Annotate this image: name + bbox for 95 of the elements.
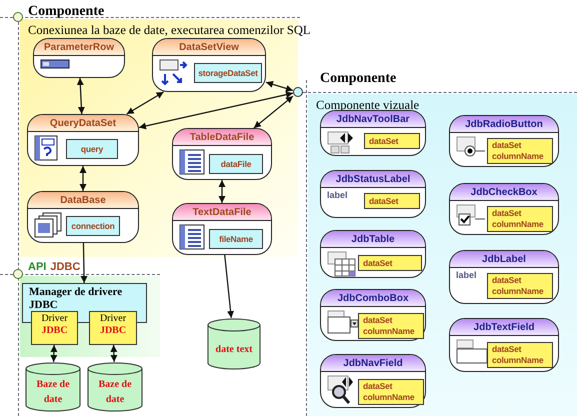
property-field bbox=[66, 139, 118, 159]
section-heading: JDBC bbox=[50, 260, 80, 275]
property-name: dataSet bbox=[369, 136, 400, 146]
arrow bbox=[138, 91, 294, 130]
component-box bbox=[320, 289, 426, 341]
component-box bbox=[449, 318, 559, 372]
component-title: TextDataFile bbox=[192, 206, 252, 220]
property-field bbox=[487, 273, 553, 299]
component-title: QueryDataSet bbox=[50, 116, 116, 130]
component-box bbox=[27, 191, 139, 243]
property-name: dataSet bbox=[363, 315, 394, 326]
property-field bbox=[209, 229, 263, 249]
arrow bbox=[50, 344, 58, 362]
icon-caption: label bbox=[327, 191, 348, 200]
arrow bbox=[126, 91, 164, 115]
section-heading: Componente bbox=[28, 4, 104, 19]
component-title: DataBase bbox=[60, 194, 106, 208]
component-box bbox=[172, 128, 272, 180]
component-title: JdbComboBox bbox=[337, 292, 409, 306]
group-panel bbox=[308, 94, 577, 416]
property-field bbox=[209, 154, 263, 174]
property-field bbox=[66, 216, 120, 236]
property-name: dataSet bbox=[492, 344, 522, 355]
storage-label: Baze de date bbox=[98, 379, 132, 405]
component-title: JdbNavField bbox=[343, 356, 403, 370]
arrow bbox=[218, 180, 226, 203]
box-subtitle: JDBC bbox=[100, 325, 126, 337]
property-name: storageDataSet bbox=[198, 68, 258, 78]
property-name: query bbox=[80, 144, 104, 154]
component-box bbox=[172, 203, 272, 255]
driver-box bbox=[31, 311, 78, 345]
arrow bbox=[76, 78, 85, 114]
box-subtitle: JDBC bbox=[41, 325, 68, 337]
arrow bbox=[80, 166, 86, 191]
property-name: fileName bbox=[219, 234, 253, 244]
property-field bbox=[358, 255, 422, 271]
component-title: JdbNavToolBar bbox=[336, 112, 410, 126]
component-box bbox=[33, 38, 125, 78]
group-title: Componente vizuale bbox=[316, 98, 420, 112]
group-title: Conexiunea la baze de date, executarea comenzilor SQL bbox=[28, 23, 311, 37]
box-title: Manager de drivere JDBC bbox=[29, 286, 122, 311]
component-title: DataSetView bbox=[179, 40, 239, 54]
property-name: dataSet bbox=[369, 196, 400, 206]
component-title: JdbTextField bbox=[474, 320, 534, 334]
component-box bbox=[449, 183, 559, 235]
connector-hub bbox=[293, 87, 303, 97]
component-title: JdbStatusLabel bbox=[336, 172, 410, 186]
property-name: dataSet bbox=[492, 140, 522, 151]
box-title: Driver bbox=[100, 313, 126, 325]
property-field bbox=[194, 63, 262, 83]
component-box bbox=[27, 114, 139, 166]
property-field bbox=[487, 206, 553, 232]
section-heading: API bbox=[28, 260, 46, 275]
storage-label: date text bbox=[216, 344, 252, 354]
component-box bbox=[320, 110, 426, 156]
component-box bbox=[449, 115, 559, 167]
property-name: columnName bbox=[363, 326, 416, 337]
property-name: dataSet bbox=[363, 381, 394, 392]
property-name: columnName bbox=[492, 151, 544, 162]
arrow bbox=[80, 242, 88, 284]
icon-caption: label bbox=[456, 271, 477, 280]
component-box bbox=[320, 230, 426, 278]
property-name: columnName bbox=[492, 219, 544, 230]
component-box bbox=[320, 354, 426, 408]
component-title: JdbLabel bbox=[482, 252, 526, 266]
property-name: dataSet bbox=[492, 275, 522, 286]
component-title: TableDataFile bbox=[190, 130, 254, 144]
property-name: columnName bbox=[363, 392, 416, 403]
component-title: JdbRadioButton bbox=[465, 118, 543, 132]
property-name: connection bbox=[71, 220, 115, 232]
property-field bbox=[358, 313, 424, 339]
driver-box bbox=[89, 311, 137, 345]
component-title: ParameterRow bbox=[44, 40, 114, 54]
component-box bbox=[449, 250, 559, 304]
property-field bbox=[487, 342, 553, 368]
component-box bbox=[320, 170, 426, 218]
component-title: JdbTable bbox=[351, 232, 395, 246]
arrow bbox=[224, 254, 234, 318]
property-field bbox=[358, 379, 424, 405]
property-name: columnName bbox=[492, 355, 544, 366]
arrow bbox=[266, 80, 294, 92]
storage-label: Baze de date bbox=[36, 379, 70, 405]
property-field bbox=[364, 193, 420, 209]
property-name: dataSet bbox=[492, 208, 522, 219]
arrow bbox=[110, 344, 118, 362]
component-box bbox=[152, 38, 266, 92]
property-name: dataFile bbox=[220, 158, 252, 170]
section-heading: Componente bbox=[320, 71, 396, 86]
box-title: Driver bbox=[41, 313, 68, 325]
property-field bbox=[487, 138, 553, 164]
property-name: dataSet bbox=[363, 258, 394, 268]
arrow bbox=[254, 96, 294, 128]
property-name: columnName bbox=[492, 286, 544, 297]
component-title: JdbCheckBox bbox=[470, 186, 538, 200]
property-field bbox=[364, 133, 420, 149]
